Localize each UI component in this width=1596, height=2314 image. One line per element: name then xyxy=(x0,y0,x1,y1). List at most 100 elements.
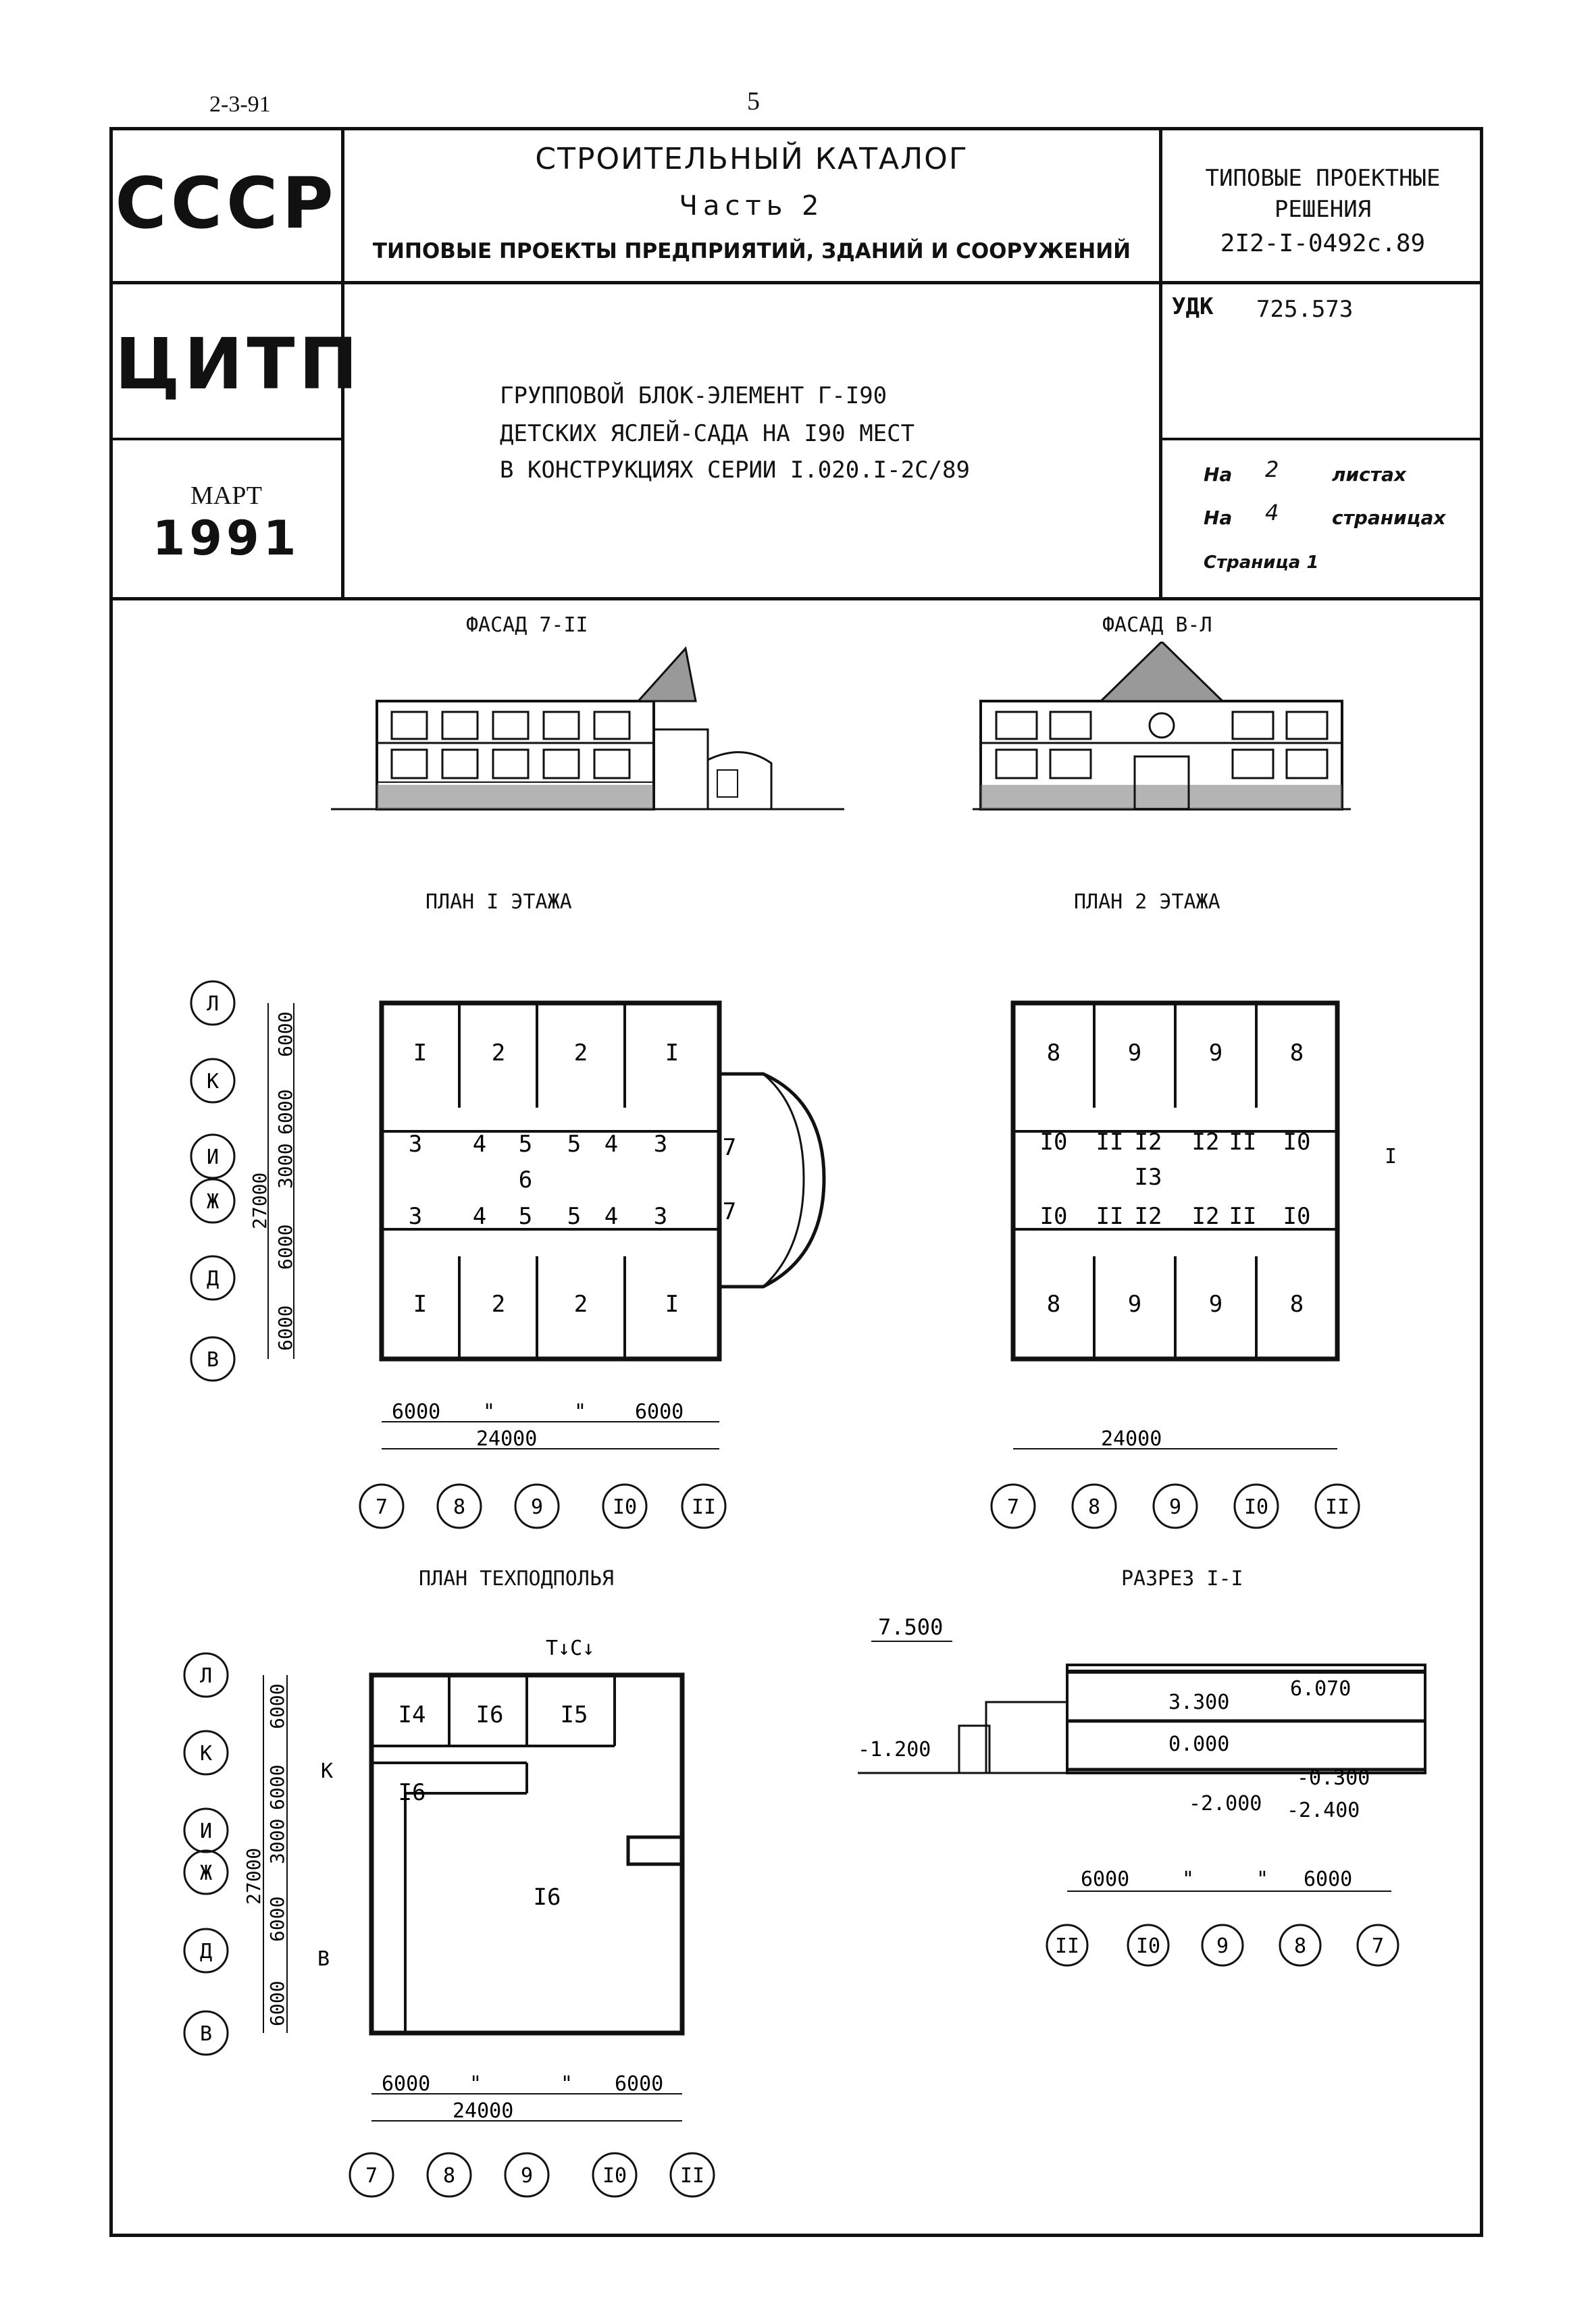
svg-text:6000: 6000 xyxy=(274,1089,297,1135)
svg-text:24000: 24000 xyxy=(476,1427,537,1451)
svg-text:I0: I0 xyxy=(1283,1129,1311,1156)
plan-2-title: ПЛАН 2 ЭТАЖА xyxy=(1074,890,1220,914)
svg-text:I: I xyxy=(665,1039,679,1066)
svg-text:I0: I0 xyxy=(613,1495,637,1519)
svg-text:9: 9 xyxy=(521,2164,533,2188)
svg-text:II: II xyxy=(692,1495,716,1519)
svg-text:-0.300: -0.300 xyxy=(1297,1766,1370,1790)
svg-text:I2: I2 xyxy=(1135,1129,1162,1156)
svg-text:6000: 6000 xyxy=(382,2072,430,2096)
svg-text:6000: 6000 xyxy=(635,1400,684,1424)
svg-text:6000: 6000 xyxy=(274,1225,297,1270)
svg-text:4: 4 xyxy=(473,1131,486,1158)
svg-text:0.000: 0.000 xyxy=(1168,1732,1229,1756)
page-number: 5 xyxy=(747,87,760,115)
project-title-line3: В КОНСТРУКЦИЯХ СЕРИИ I.020.I-2С/89 xyxy=(500,457,970,484)
svg-text:9: 9 xyxy=(1209,1291,1222,1318)
svg-text:6000: 6000 xyxy=(274,1306,297,1351)
svg-text:6000: 6000 xyxy=(615,2072,663,2096)
svg-text:3000: 3000 xyxy=(266,1819,288,1864)
svg-text:И: И xyxy=(200,1820,212,1843)
svg-text:6000: 6000 xyxy=(266,1684,288,1729)
facade-1-drawing xyxy=(331,646,844,811)
project-title-line1: ГРУППОВОЙ БЛОК-ЭЛЕМЕНТ Г-I90 xyxy=(500,382,887,409)
svg-text:К: К xyxy=(321,1759,333,1783)
svg-text:-2.000: -2.000 xyxy=(1189,1792,1262,1816)
plan-tech-drawing: Л К И Ж Д В 6000 6000 3000 6000 6000 270… xyxy=(183,1637,715,2198)
svg-text:8: 8 xyxy=(1047,1039,1060,1066)
udk-label: УДК xyxy=(1172,293,1214,320)
facade-2-drawing xyxy=(973,642,1351,811)
svg-text:Л: Л xyxy=(200,1664,212,1688)
svg-text:II: II xyxy=(680,2164,704,2188)
svg-text:Т↓С↓: Т↓С↓ xyxy=(546,1637,594,1660)
plan1-row-axis-l: Л xyxy=(207,992,219,1016)
svg-text:I: I xyxy=(413,1291,427,1318)
svg-text:8: 8 xyxy=(1047,1291,1060,1318)
stamp-year: 1991 xyxy=(152,511,301,566)
svg-text:I2: I2 xyxy=(1192,1129,1220,1156)
svg-text:5: 5 xyxy=(519,1131,532,1158)
svg-text:27000: 27000 xyxy=(242,1848,265,1905)
svg-text:II: II xyxy=(1096,1129,1124,1156)
catalog-title: СТРОИТЕЛЬНЫЙ КАТАЛОГ xyxy=(535,142,969,176)
catalog-part: Часть 2 xyxy=(679,190,825,222)
svg-text:К: К xyxy=(200,1742,212,1766)
svg-text:4: 4 xyxy=(604,1203,618,1230)
svg-text:2: 2 xyxy=(574,1291,588,1318)
svg-text:9: 9 xyxy=(1209,1039,1222,1066)
svg-text:": " xyxy=(483,1400,495,1424)
right-box-divider xyxy=(1159,438,1483,440)
sheets-word: листах xyxy=(1332,463,1406,486)
svg-text:9: 9 xyxy=(1216,1934,1229,1958)
svg-text:9: 9 xyxy=(1128,1039,1141,1066)
svg-text:": " xyxy=(469,2072,482,2096)
svg-text:8: 8 xyxy=(1294,1934,1306,1958)
svg-text:I0: I0 xyxy=(1136,1934,1160,1958)
svg-text:I: I xyxy=(413,1039,427,1066)
plan1-row-axis-k: К xyxy=(207,1070,219,1094)
svg-text:I6: I6 xyxy=(534,1884,561,1911)
plan-1-drawing: Л К И Ж Д В 6000 6000 3000 6000 6000 270… xyxy=(190,980,826,1529)
svg-text:7: 7 xyxy=(376,1495,388,1519)
stamp-divider xyxy=(109,438,341,440)
sheet-frame xyxy=(109,127,1483,2237)
svg-text:II: II xyxy=(1096,1203,1124,1230)
plan-2-drawing: I I 8 9 9 8 I0 II I2 I2 II I0 I3 I0 II I… xyxy=(990,1000,1397,1529)
svg-text:": " xyxy=(1182,1868,1194,1891)
svg-text:3: 3 xyxy=(654,1203,667,1230)
page-label: Страница 1 xyxy=(1204,552,1319,573)
svg-text:I2: I2 xyxy=(1135,1203,1162,1230)
svg-text:": " xyxy=(574,1400,586,1424)
stamp-month: МАРТ xyxy=(190,482,263,510)
section-title: РАЗРЕЗ I-I xyxy=(1121,1567,1243,1591)
solution-type-line2: РЕШЕНИЯ xyxy=(1274,196,1372,223)
svg-text:I: I xyxy=(1385,1145,1397,1168)
svg-text:II: II xyxy=(1325,1495,1349,1519)
svg-text:Д: Д xyxy=(200,1940,212,1963)
facade-1-title: ФАСАД 7-II xyxy=(466,613,588,637)
svg-text:7.500: 7.500 xyxy=(878,1614,943,1640)
svg-text:I6: I6 xyxy=(398,1779,426,1806)
svg-text:I3: I3 xyxy=(1135,1164,1162,1191)
svg-text:II: II xyxy=(1055,1934,1079,1958)
solution-code: 2I2-I-0492с.89 xyxy=(1220,230,1426,257)
svg-text:4: 4 xyxy=(473,1203,486,1230)
svg-text:В: В xyxy=(317,1947,330,1971)
facade-2-title: ФАСАД В-Л xyxy=(1102,613,1212,637)
svg-text:8: 8 xyxy=(1290,1291,1304,1318)
svg-text:24000: 24000 xyxy=(453,2099,513,2123)
svg-text:3.300: 3.300 xyxy=(1168,1691,1229,1714)
svg-text:7: 7 xyxy=(1007,1495,1019,1519)
svg-text:I0: I0 xyxy=(1040,1129,1068,1156)
plan1-row-axis-zh: Ж xyxy=(207,1190,219,1214)
svg-text:I0: I0 xyxy=(1040,1203,1068,1230)
svg-text:9: 9 xyxy=(1128,1291,1141,1318)
pages-count: 4 xyxy=(1265,500,1279,525)
svg-text:6000: 6000 xyxy=(266,1765,288,1810)
svg-text:3: 3 xyxy=(654,1131,667,1158)
svg-text:-1.200: -1.200 xyxy=(858,1738,931,1762)
svg-text:I4: I4 xyxy=(398,1701,426,1728)
svg-text:8: 8 xyxy=(453,1495,465,1519)
svg-text:3: 3 xyxy=(409,1203,422,1230)
